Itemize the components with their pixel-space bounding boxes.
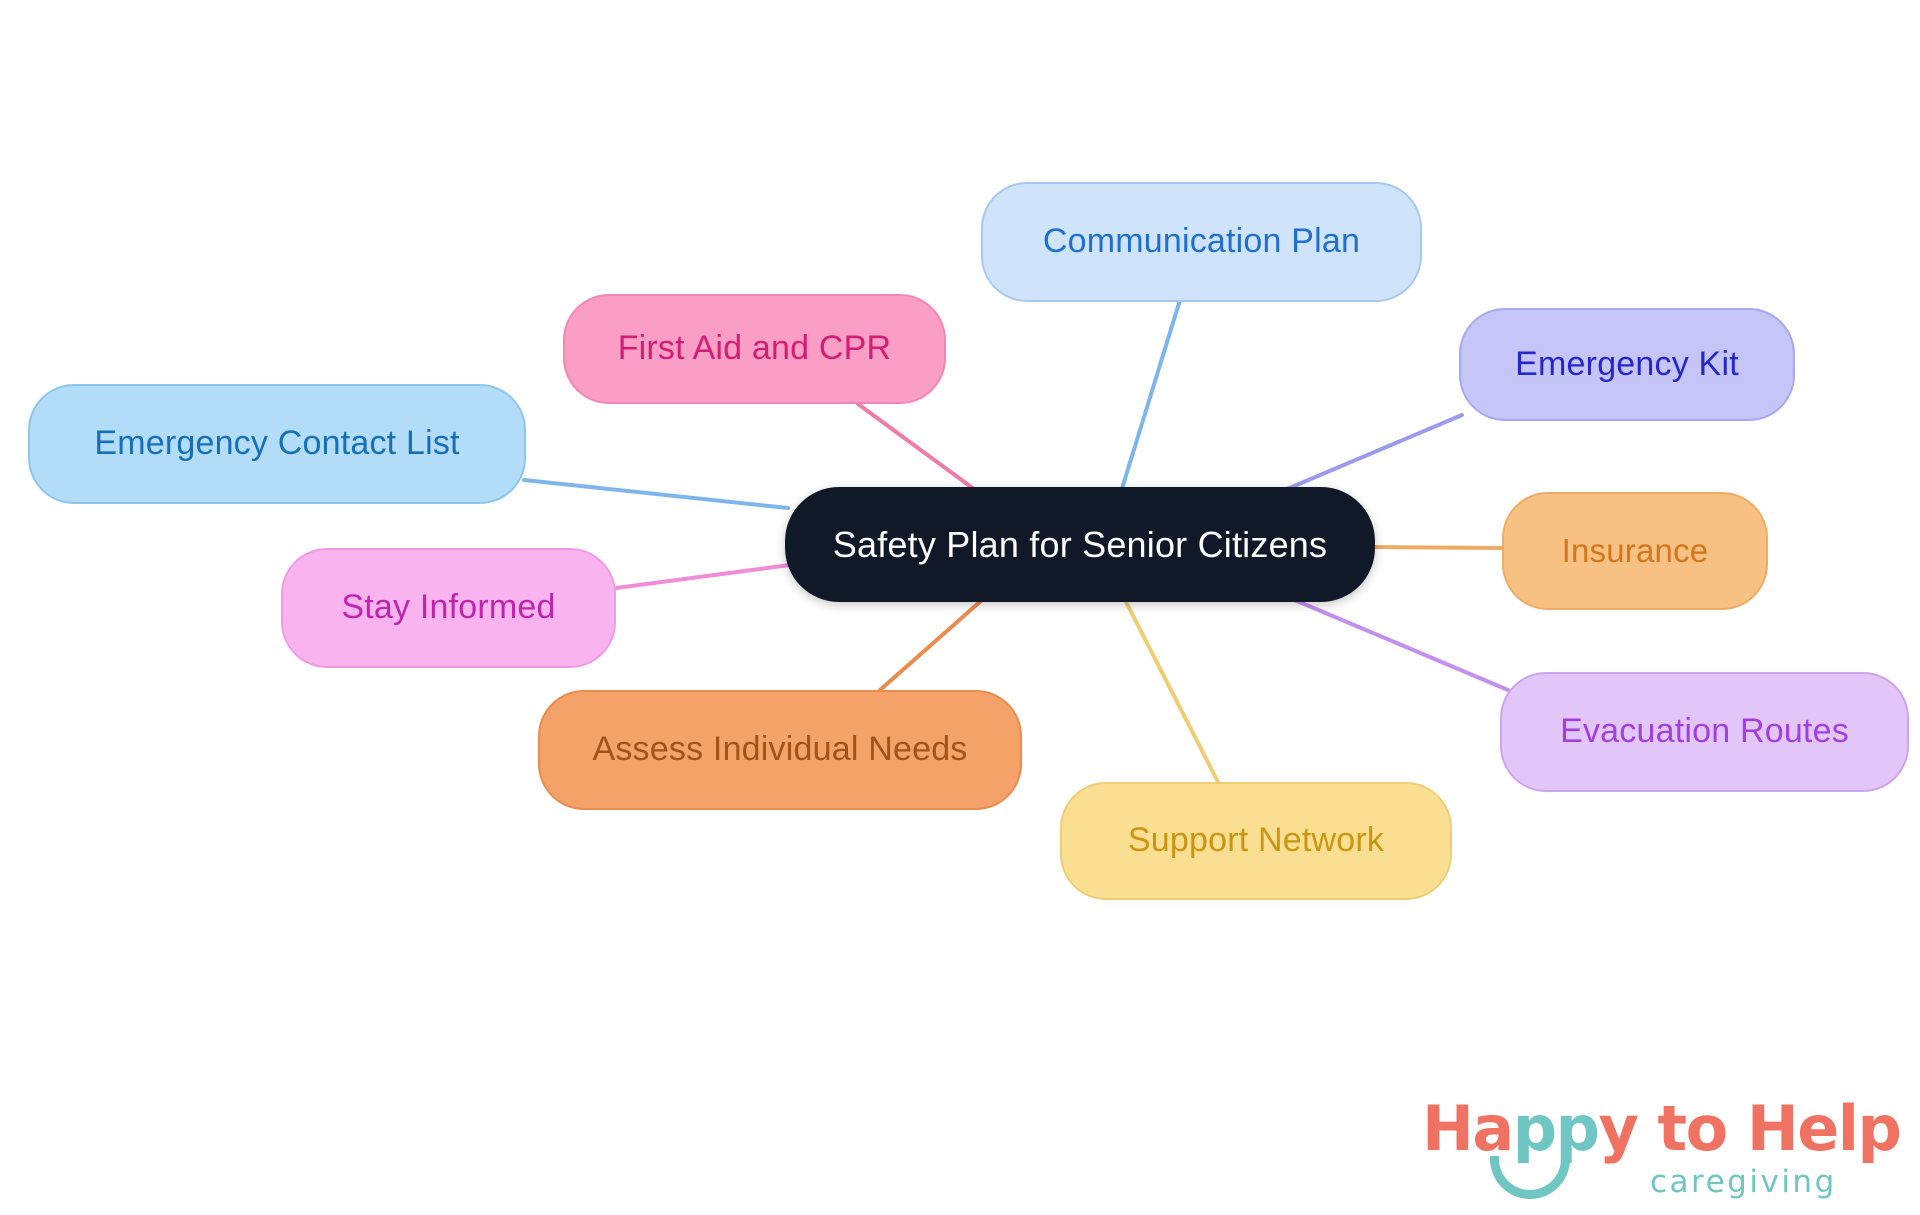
branch-node-label: Stay Informed [341,588,556,627]
branch-node-label: Evacuation Routes [1560,712,1849,751]
brand-logo: Happy to Help caregiving [1422,1098,1902,1210]
branch-node-label: First Aid and CPR [617,329,892,368]
branch-node-support-network[interactable]: Support Network [1060,782,1452,900]
edge-stay-informed [614,563,792,590]
branch-node-first-aid-and-cpr[interactable]: First Aid and CPR [563,294,946,404]
edge-emergency-contact-list [522,478,790,510]
branch-node-label: Communication Plan [1042,222,1361,261]
branch-node-label: Support Network [1127,821,1385,860]
branch-node-label: Insurance [1561,531,1709,569]
branch-node-label: Emergency Contact List [94,424,460,463]
logo-word-part-3: y to Help [1598,1092,1902,1165]
edge-insurance [1370,545,1504,550]
edge-first-aid-and-cpr [856,402,980,494]
edge-evacuation-routes [1288,596,1510,692]
edge-assess-individual-needs [878,598,984,692]
branch-node-evacuation-routes[interactable]: Evacuation Routes [1500,672,1909,792]
logo-word-part-1: Ha [1422,1092,1514,1165]
branch-node-label: Assess Individual Needs [592,730,968,769]
branch-node-assess-individual-needs[interactable]: Assess Individual Needs [538,690,1022,810]
branch-node-emergency-kit[interactable]: Emergency Kit [1459,308,1795,421]
logo-word-part-2: pp [1512,1092,1600,1165]
smile-icon [1490,1156,1570,1199]
edge-support-network [1123,598,1220,784]
central-node[interactable]: Safety Plan for Senior Citizens [785,487,1375,602]
branch-node-label: Emergency Kit [1515,344,1739,383]
branch-node-stay-informed[interactable]: Stay Informed [281,548,616,668]
edge-emergency-kit [1278,413,1464,494]
central-node-label: Safety Plan for Senior Citizens [832,523,1328,565]
logo-wordmark: Happy to Help [1422,1098,1902,1160]
logo-tagline: caregiving [1650,1164,1837,1200]
edge-communication-plan [1118,298,1182,497]
branch-node-insurance[interactable]: Insurance [1502,492,1768,610]
branch-node-emergency-contact-list[interactable]: Emergency Contact List [28,384,526,504]
branch-node-communication-plan[interactable]: Communication Plan [981,182,1422,302]
